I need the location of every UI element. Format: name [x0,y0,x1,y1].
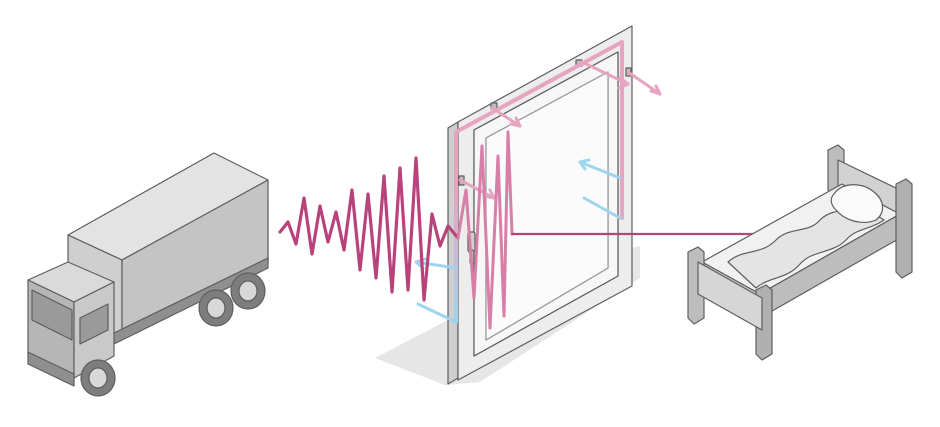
sound-wave-inside [456,130,514,330]
truck-side-window [79,303,109,345]
truck-wheel-rear-1 [198,289,234,327]
exhaust-arrow-right [626,70,662,96]
exhaust-arrow-upper-left [490,106,522,128]
bed-pillow [830,184,884,223]
truck-icon [27,152,269,397]
truck-bumper [27,351,75,387]
window-frame [447,25,633,385]
bed-footboard [697,261,763,331]
exhaust-arrow-left [458,178,496,200]
window-glass [485,71,609,341]
bed-blanket [727,205,885,289]
intake-arrow-mid [582,196,622,220]
exhaust-arrow-top [580,60,630,90]
truck-windshield [31,289,73,341]
air-channel [454,40,624,324]
intake-arrow-bottom [416,302,458,324]
truck-wheel-front [80,359,116,397]
truck-wheel-rear-2 [230,272,266,310]
bed-head-post-right [895,178,913,279]
sound-wave-outside [278,156,460,302]
intake-arrow-upper [578,158,622,180]
ventilation-arrows [414,40,662,324]
bed-icon [687,144,913,361]
